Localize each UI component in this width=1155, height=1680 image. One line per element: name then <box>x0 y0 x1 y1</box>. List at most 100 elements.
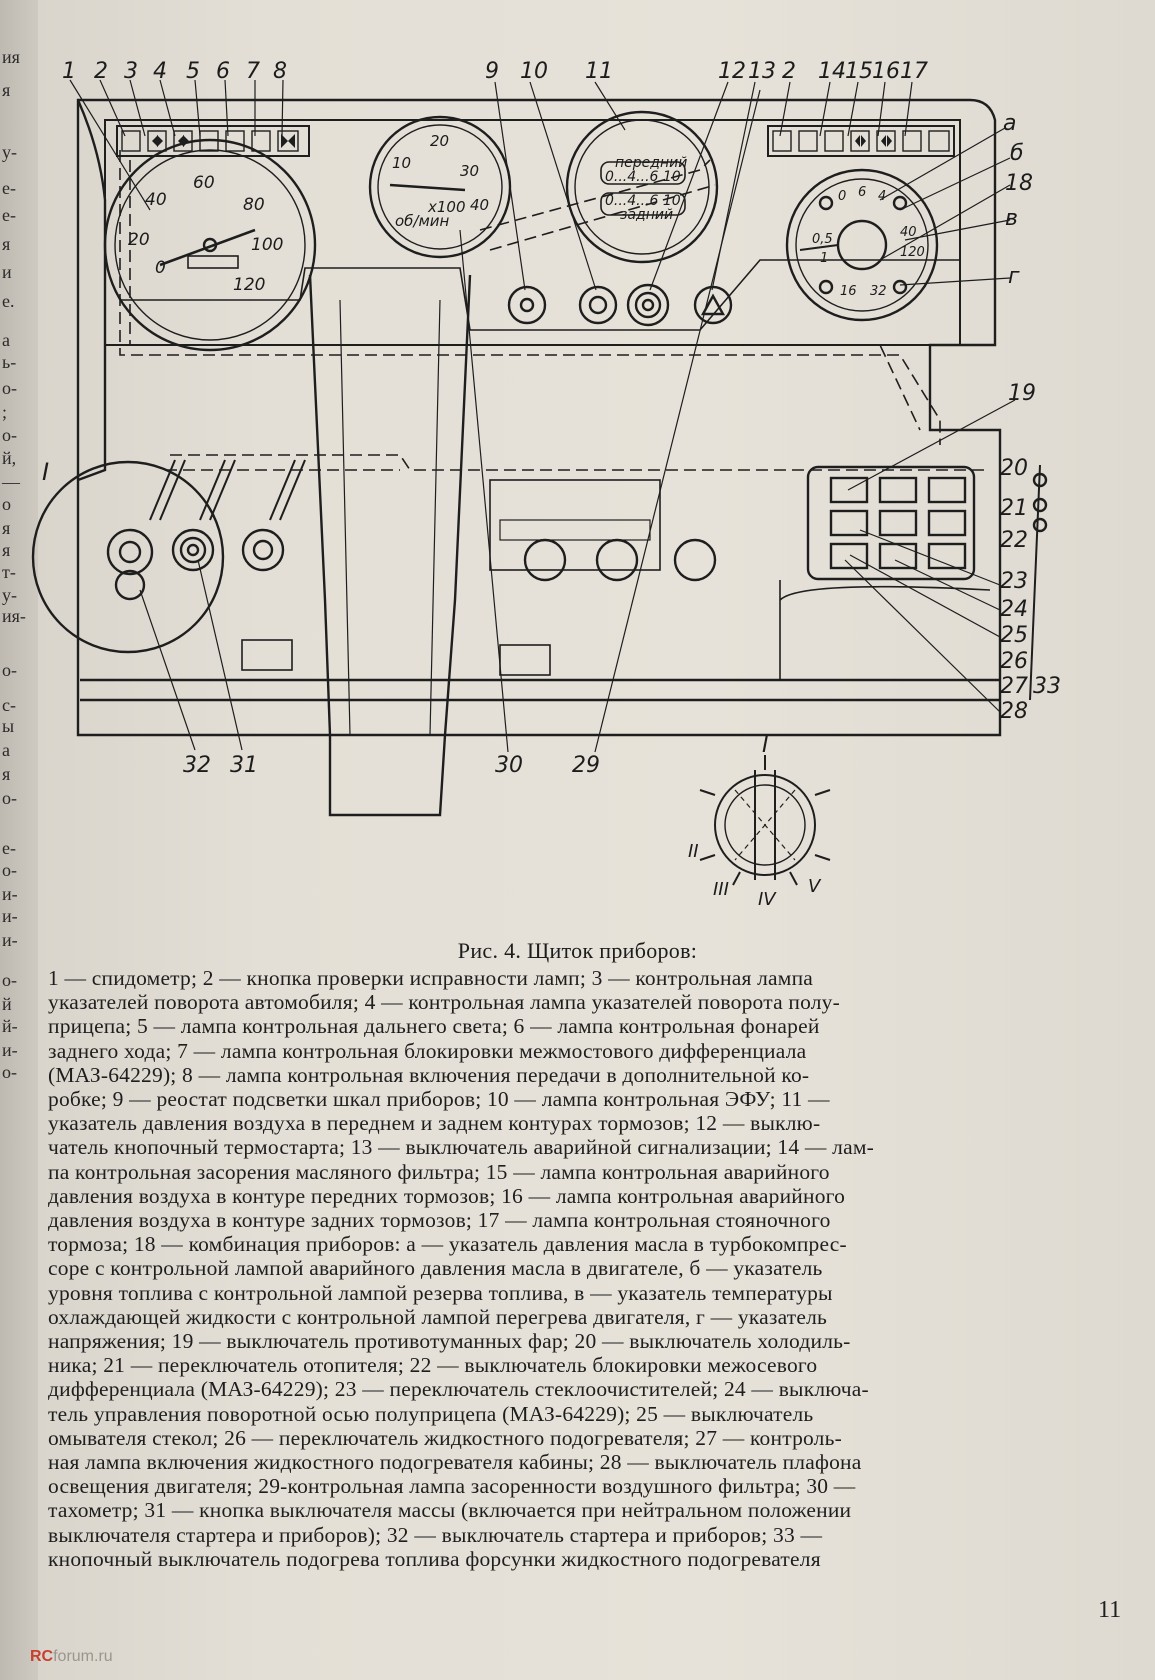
detail-position: III <box>713 879 729 900</box>
tachometer-unit: об/мин <box>395 212 450 230</box>
gutter-fragment: я <box>2 518 11 538</box>
callout-top: 17 <box>900 59 928 84</box>
legend-line: дифференциала (МАЗ-64229); 23 — переключ… <box>48 1377 869 1402</box>
legend-line: выключателя стартера и приборов); 32 — в… <box>48 1522 823 1547</box>
gutter-fragment: у- <box>2 585 17 605</box>
legend-line: прицепа; 5 — лампа контрольная дальнего … <box>48 1014 820 1039</box>
gutter-fragment: и- <box>2 906 18 926</box>
legend-line: кнопочный выключатель подогрева топлива … <box>48 1546 821 1571</box>
gutter-fragment: а <box>2 740 10 760</box>
gutter-fragment: ; <box>2 402 8 422</box>
detail-circle-I <box>31 460 225 654</box>
combo-gauge-tick: 40 <box>900 225 917 240</box>
tachometer-tick: 20 <box>430 132 449 150</box>
callout-right: 33 <box>1033 674 1061 699</box>
callout-top: 3 <box>124 59 138 84</box>
switch-block <box>806 465 976 581</box>
callout-right: 24 <box>1000 597 1028 622</box>
legend-line: ника; 21 — переключатель отопителя; 22 —… <box>48 1353 818 1378</box>
callout-top: 2 <box>94 59 108 84</box>
speedometer-tick: 100 <box>251 235 283 255</box>
gutter-fragment: я <box>2 234 11 254</box>
legend-line: ная лампа включения жидкостного подогрев… <box>48 1450 862 1475</box>
watermark-prefix: RC <box>30 1648 54 1665</box>
page-number: 11 <box>1098 1597 1122 1623</box>
callout-top: 15 <box>845 59 873 84</box>
speedometer-tick: 80 <box>243 195 265 215</box>
figure-caption: Рис. 4. Щиток приборов: <box>457 938 698 963</box>
callout-right: г <box>1008 264 1020 289</box>
speedometer-dial <box>103 138 317 352</box>
gutter-fragment: у- <box>2 142 17 162</box>
callout-top: 7 <box>246 59 260 84</box>
speedometer-tick: 20 <box>128 230 150 250</box>
tachometer-tick: 30 <box>460 162 479 180</box>
legend-line: напряжения; 19 — выключатель противотума… <box>48 1329 851 1354</box>
watermark-rest: forum.ru <box>53 1648 113 1665</box>
callout-top: 13 <box>748 59 776 84</box>
gutter-fragment: и- <box>2 1040 18 1060</box>
callout-top: 14 <box>818 59 846 84</box>
legend-line: 1 — спидометр; 2 — кнопка проверки испра… <box>48 966 814 990</box>
legend-line: робке; 9 — реостат подсветки шкал прибор… <box>48 1087 830 1112</box>
callout-right: 25 <box>1000 623 1028 648</box>
tachometer-tick: 10 <box>392 154 411 172</box>
legend-line: уровня топлива с контрольной лампой резе… <box>48 1280 833 1305</box>
gutter-fragment: и- <box>2 930 18 950</box>
callout-top: 11 <box>585 59 613 84</box>
speedometer-tick: 120 <box>233 275 265 295</box>
legend-line: указателей поворота автомобиля; 4 — конт… <box>48 990 840 1015</box>
gutter-fragment: о- <box>2 378 17 398</box>
gutter-fragment: й <box>2 994 12 1014</box>
callout-top: 2 <box>782 59 796 84</box>
detail-position: IV <box>758 889 777 910</box>
tachometer-tick: 40 <box>470 196 489 214</box>
pressure-label-front: передний <box>615 155 687 171</box>
combo-gauge-tick: 6 <box>858 185 866 200</box>
callout-top: 5 <box>186 59 200 84</box>
speedometer-tick: 60 <box>193 173 215 193</box>
combo-gauge-tick: 120 <box>900 245 925 260</box>
gutter-fragment: о- <box>2 970 17 990</box>
callout-right: 19 <box>1008 381 1036 406</box>
detail-I-switch <box>714 774 816 876</box>
combo-gauge-tick: 4 <box>878 189 886 204</box>
gutter-fragment: о- <box>2 860 17 880</box>
gutter-fragment: ы <box>2 716 15 736</box>
legend-line: тахометр; 31 — кнопка выключателя массы … <box>48 1498 852 1523</box>
gutter-fragment: о- <box>2 425 17 445</box>
figure-legend: 1 — спидометр; 2 — кнопка проверки испра… <box>48 966 1122 1571</box>
callout-right: 23 <box>1000 569 1028 594</box>
gutter-fragment: е- <box>2 178 16 198</box>
combo-gauge-tick: 1 <box>820 251 828 266</box>
callout-right: 26 <box>1000 649 1028 674</box>
gutter-fragment: е- <box>2 205 16 225</box>
legend-line: указатель давления воздуха в переднем и … <box>48 1111 821 1136</box>
callout-bottom: 29 <box>572 753 600 778</box>
callout-right: а <box>1003 111 1016 136</box>
legend-line: чатель кнопочный термостарта; 13 — выклю… <box>48 1135 874 1160</box>
gutter-fragment: о- <box>2 1062 17 1082</box>
detail-position: II <box>688 841 699 862</box>
instrument-panel-figure: 12345678910111213214151617аб18вг19202122… <box>31 59 1061 910</box>
pressure-scale: 0...4...6 10 <box>605 169 681 185</box>
legend-line: тормоза; 18 — комбинация приборов: а — у… <box>48 1232 847 1257</box>
callout-top: 8 <box>273 59 287 84</box>
callout-right: 22 <box>1000 528 1028 553</box>
callout-top: 10 <box>520 59 548 84</box>
callout-top: 16 <box>872 59 900 84</box>
callout-right: 20 <box>1000 456 1028 481</box>
panel-left-edge <box>76 99 107 482</box>
callout-top: 9 <box>485 59 499 84</box>
callout-right: 27 <box>1000 674 1028 699</box>
legend-line: давления воздуха в контуре передних торм… <box>48 1183 846 1208</box>
callout-bottom: 30 <box>495 753 523 778</box>
gutter-fragment: а <box>2 330 10 350</box>
legend-line: тель управления поворотной осью полуприц… <box>48 1401 814 1426</box>
legend-line: соре с контрольной лампой аварийного дав… <box>48 1256 823 1281</box>
callout-bottom: 32 <box>183 753 211 778</box>
callout-right: б <box>1010 141 1024 166</box>
pressure-gauge-dial <box>565 110 719 264</box>
callout-top: 1 <box>62 59 76 84</box>
